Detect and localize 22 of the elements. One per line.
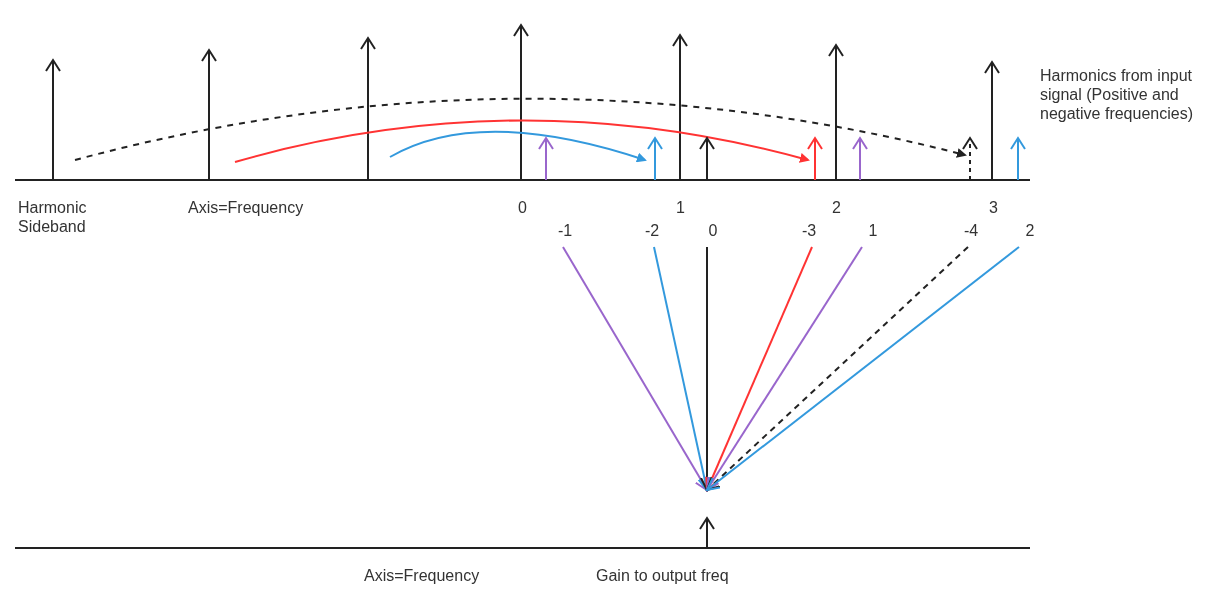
sideband-number: 1	[858, 221, 888, 240]
sideband-number: -1	[550, 221, 580, 240]
arrow	[706, 246, 863, 491]
sideband-number: 2	[1015, 221, 1045, 240]
label-text: Harmonics from input signal (Positive and negative frequencies)	[1040, 66, 1194, 123]
label-text: 2	[832, 198, 841, 217]
arrow	[705, 246, 813, 491]
sideband-number: -3	[794, 221, 824, 240]
label-text: 3	[989, 198, 998, 217]
sideband-number: 0	[698, 221, 728, 240]
arrow	[706, 246, 969, 491]
label-text: Harmonic Sideband	[18, 198, 88, 236]
sideband-number: -4	[956, 221, 986, 240]
label-text: Axis=Frequency	[364, 566, 480, 585]
label-text: 1	[676, 198, 685, 217]
arrow	[562, 246, 708, 491]
label-text: Axis=Frequency	[188, 198, 304, 217]
arrow	[706, 246, 1020, 491]
arrow	[653, 246, 712, 491]
label-text: Gain to output freq	[596, 566, 729, 585]
sideband-number: -2	[637, 221, 667, 240]
label-text: 0	[518, 198, 527, 217]
